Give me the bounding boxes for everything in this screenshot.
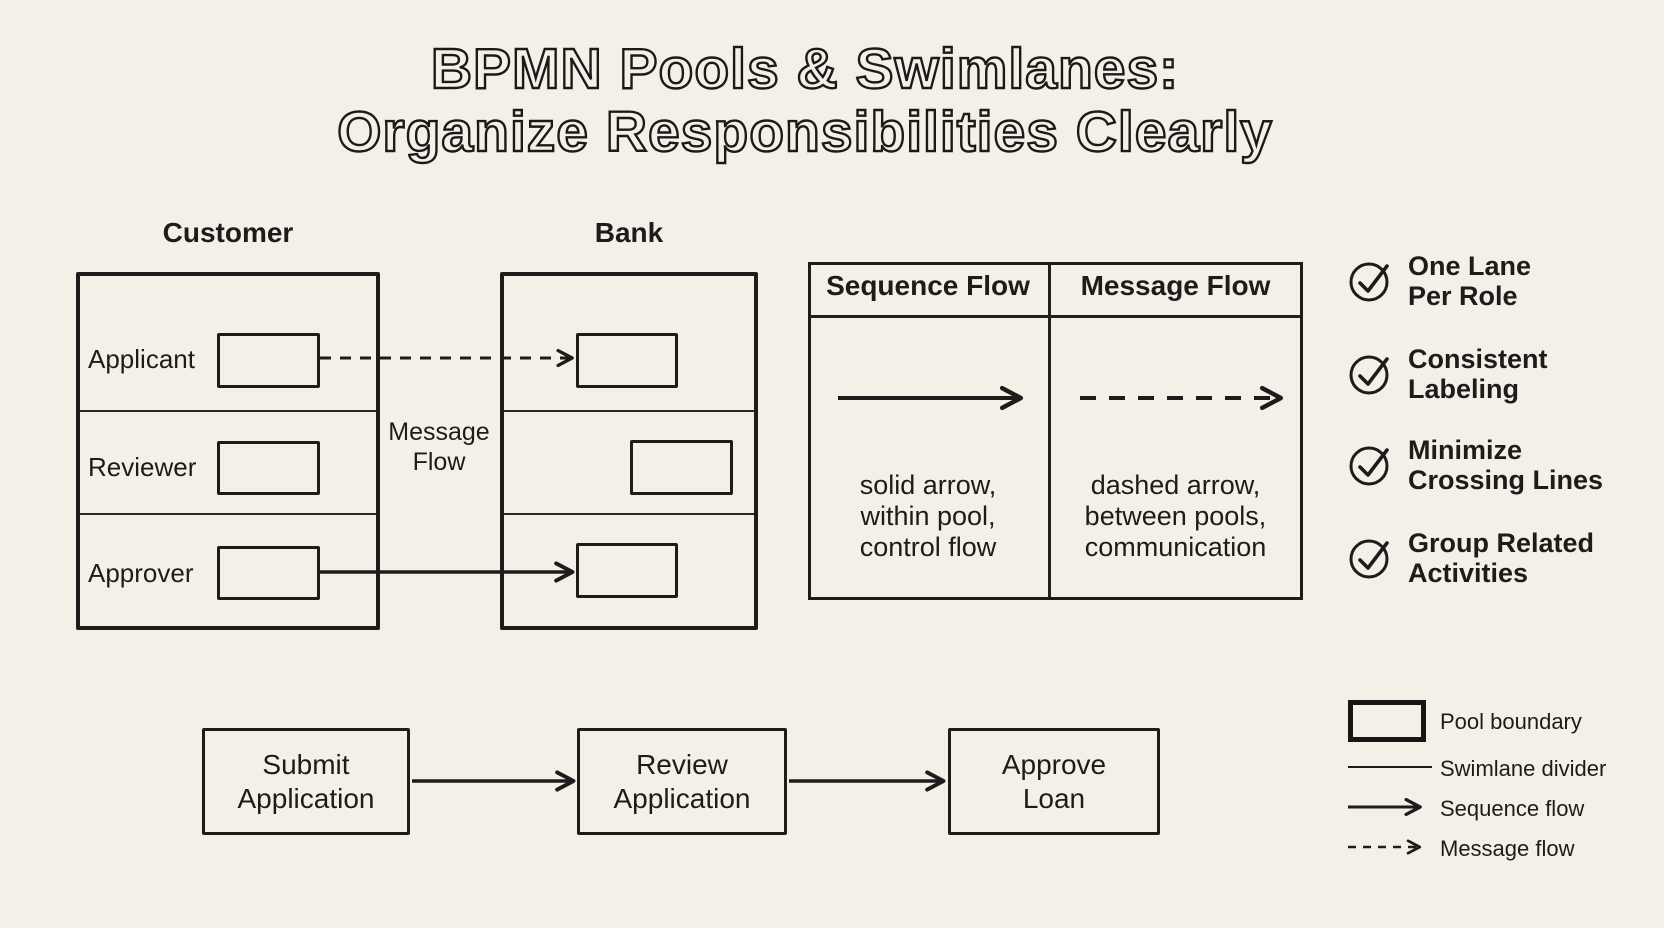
table-header-message-flow: Message Flow: [1080, 270, 1271, 301]
page-title-line-1: BPMN Pools & Swimlanes:: [430, 37, 1180, 102]
check-icon: [1349, 355, 1389, 395]
checklist-text: Group Related Activities: [1408, 528, 1595, 588]
pool-boundary-swatch: [1348, 700, 1426, 742]
checklist-item-minimize-crossing-lines: Minimize Crossing Lines: [1348, 435, 1603, 495]
message-flow-description: dashed arrow, between pools, communicati…: [1048, 470, 1303, 563]
reviewer-task-box: [217, 441, 320, 495]
lane-label-reviewer: Reviewer: [88, 452, 197, 482]
lane-label-applicant: Applicant: [88, 344, 195, 374]
bank-task-box-2: [630, 440, 733, 495]
checklist-item-group-related-activities: Group Related Activities: [1348, 528, 1594, 588]
lane-label-approver: Approver: [88, 558, 194, 588]
table-header-rule: [811, 315, 1300, 318]
check-icon: [1349, 262, 1389, 302]
sequence-desc-line-1: solid arrow,: [859, 470, 997, 500]
message-desc-line-2: between pools,: [1084, 501, 1267, 531]
process-box-submit-application: Submit Application: [202, 728, 410, 835]
applicant-task-box: [217, 333, 320, 388]
flow-reference-table: [808, 262, 1303, 600]
sequence-desc-line-3: control flow: [859, 532, 997, 562]
message-flow-label-line-1: Message: [388, 418, 490, 446]
check-icon: [1349, 446, 1389, 486]
table-header-sequence-flow: Sequence Flow: [826, 270, 1030, 301]
checklist-item-consistent-labeling: Consistent Labeling: [1348, 344, 1548, 404]
process-box-approve-loan: Approve Loan: [948, 728, 1160, 835]
customer-lane-divider-1: [80, 410, 376, 412]
check-icon: [1349, 539, 1389, 579]
customer-pool-label: Customer: [162, 217, 294, 248]
legend-label-message-flow: Message flow: [1440, 836, 1575, 861]
message-desc-line-1: dashed arrow,: [1090, 470, 1261, 500]
legend-label-pool-boundary: Pool boundary: [1440, 709, 1582, 734]
message-flow-label-line-2: Flow: [412, 448, 466, 476]
page-title-line-2: Organize Responsibilities Clearly: [336, 99, 1273, 164]
message-desc-line-3: communication: [1084, 532, 1267, 562]
checklist-text: Consistent Labeling: [1408, 344, 1548, 404]
page-title: BPMN Pools & Swimlanes: Organize Respons…: [0, 37, 1610, 164]
table-column-rule: [1048, 265, 1051, 597]
checklist-text: One Lane Per Role: [1408, 251, 1532, 311]
legend-label-swimlane-divider: Swimlane divider: [1440, 756, 1607, 781]
sequence-desc-line-2: within pool,: [860, 501, 996, 531]
bank-task-box-3: [576, 543, 678, 598]
bank-lane-divider-2: [504, 513, 754, 515]
bank-pool-label: Bank: [594, 217, 664, 248]
customer-lane-divider-2: [80, 513, 376, 515]
checklist-item-one-lane-per-role: One Lane Per Role: [1348, 251, 1531, 311]
approver-task-box: [217, 546, 320, 600]
checklist-text: Minimize Crossing Lines: [1408, 435, 1604, 495]
bank-lane-divider-1: [504, 410, 754, 412]
process-box-review-application: Review Application: [577, 728, 787, 835]
sequence-flow-description: solid arrow, within pool, control flow: [808, 470, 1048, 563]
customer-pool: [76, 272, 380, 630]
bank-pool: [500, 272, 758, 630]
legend-label-sequence-flow: Sequence flow: [1440, 796, 1585, 821]
message-flow-label: Message Flow: [380, 417, 498, 477]
bank-task-box-1: [576, 333, 678, 388]
